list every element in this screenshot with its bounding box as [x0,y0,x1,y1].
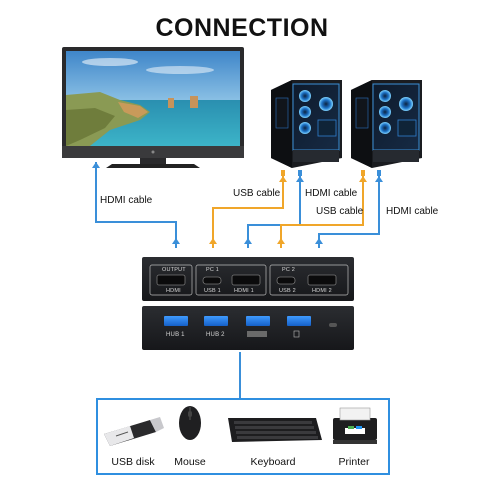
cable-arrows [92,162,383,244]
usb1-label: USB 1 [204,288,221,294]
kvm-back-labels: OUTPUT PC 1 PC 2 HDMI USB 1 HDMI 1 USB 2… [142,257,354,301]
pc2-label: PC 2 [282,267,296,273]
device-label-usb-disk: USB disk [111,456,155,468]
device-label-keyboard: Keyboard [250,456,296,468]
output-label: OUTPUT [162,267,186,273]
pc-tower-1 [271,80,342,168]
kvm-back-panel [142,257,354,301]
device-label-mouse: Mouse [174,456,206,468]
hdmi1-label: HDMI 1 [234,288,254,294]
monitor [62,47,244,168]
hdmi2-label: HDMI 2 [312,288,332,294]
page-title: CONNECTION [155,14,329,42]
device-label-printer: Printer [338,456,370,468]
usb-devices-group [96,398,390,475]
pc-tower-2 [351,80,422,168]
hub2-label: HUB 2 [206,332,225,338]
hdmi-cable-label-pc2: HDMI cable [386,206,439,217]
hdmi-cable-label-monitor: HDMI cable [100,195,153,206]
hub1-label: HUB 1 [166,332,185,338]
kvm-front-labels: HUB 1 HUB 2 [142,306,354,350]
usb2-label: USB 2 [279,288,296,294]
usb-disk-icon [104,417,164,446]
printer-icon [333,407,377,444]
pc1-label: PC 1 [206,267,220,273]
usb-cable-label-pc1: USB cable [233,188,281,199]
keyboard-icon [228,418,322,442]
hdmi-out-label: HDMI [166,288,181,294]
hdmi-cable-label-pc1: HDMI cable [305,188,358,199]
mouse-icon [179,406,201,440]
kvm-front-panel [142,306,354,350]
usb-cable-label-pc2: USB cable [316,206,364,217]
